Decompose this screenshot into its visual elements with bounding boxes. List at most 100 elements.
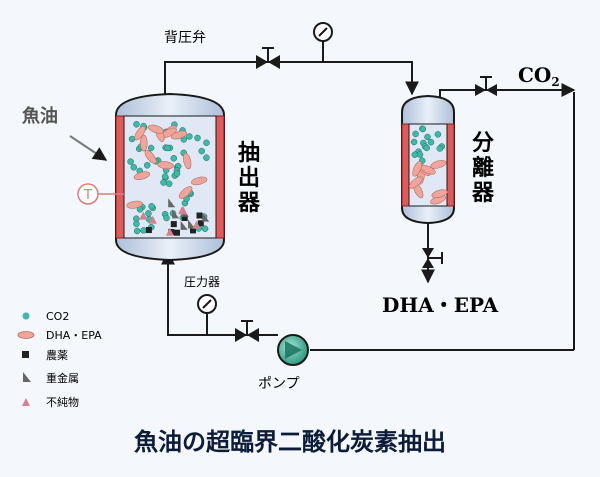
- co2-particle: [201, 225, 209, 232]
- impurity-particle: [148, 215, 157, 224]
- co2-particle: [203, 139, 210, 147]
- impurity-particle: [139, 211, 148, 220]
- svg-text:出: 出: [238, 166, 260, 191]
- co2-particle: [133, 121, 140, 128]
- svg-text:分: 分: [472, 131, 494, 156]
- extractor-heater-left: [115, 115, 125, 239]
- dha-epa-particle: [134, 125, 146, 141]
- dha-epa-particle: [147, 124, 164, 134]
- dha-epa-particle: [157, 161, 174, 170]
- diagram-title: 魚油の超臨界二酸化炭素抽出: [134, 428, 446, 456]
- svg-text:器: 器: [471, 181, 495, 206]
- heavy-metal-particle: [202, 212, 210, 222]
- co2-label: CO2: [518, 63, 560, 89]
- co2-particle: [198, 147, 205, 155]
- pressure-gauge-label: 圧力器: [184, 275, 220, 289]
- pressure-gauge-top: [313, 22, 333, 42]
- co2-particle: [130, 164, 138, 171]
- dha-epa-particle: [133, 171, 150, 180]
- co2-particle: [163, 214, 170, 222]
- legend-label-impurity: 不純物: [46, 395, 79, 409]
- pesticide-particle: [190, 227, 196, 234]
- co2-particle: [411, 151, 419, 158]
- separator-heater-left: [401, 123, 410, 207]
- co2-particle: [133, 220, 140, 228]
- impurity-particle: [165, 227, 174, 236]
- pesticide-particle: [197, 220, 204, 227]
- valve-back-pressure[interactable]: [256, 47, 280, 69]
- pump[interactable]: [277, 334, 309, 366]
- pipes: [161, 40, 576, 351]
- svg-text:離: 離: [472, 155, 494, 181]
- separator-heater-right: [446, 123, 455, 207]
- extractor-particles: [126, 121, 210, 236]
- co2-particle: [419, 125, 427, 133]
- legend-symbol-pesticide: [22, 351, 29, 358]
- pipe-extractor-to-separator: [164, 61, 419, 96]
- fish-oil-label: 魚油: [22, 105, 58, 127]
- impurity-particle: [179, 206, 188, 215]
- svg-text:抽: 抽: [238, 141, 260, 166]
- dha-epa-particle: [431, 189, 448, 199]
- co2-particle: [410, 138, 418, 146]
- separator-vessel: [401, 94, 455, 225]
- pesticide-particle: [181, 215, 188, 221]
- separator-particles: [408, 125, 448, 205]
- pesticide-particle: [170, 221, 177, 228]
- co2-particle: [140, 227, 147, 234]
- dha-epa-particle: [178, 186, 193, 199]
- dha-epa-particle: [412, 161, 423, 177]
- co2-particle: [170, 155, 178, 162]
- heavy-metal-particle: [168, 198, 176, 208]
- co2-particle: [145, 210, 152, 217]
- separator-label: 分 離 器: [471, 131, 495, 206]
- co2-particle: [133, 227, 141, 235]
- co2-particle: [424, 133, 431, 141]
- co2-particle: [147, 144, 155, 152]
- pressure-gauge-bottom: [197, 294, 217, 314]
- co2-particle: [143, 162, 151, 169]
- thermometer-label: T: [83, 188, 92, 203]
- dha-epa-particle: [170, 130, 187, 140]
- legend-label-metal: 重金属: [46, 371, 79, 385]
- extractor-heater-right: [215, 115, 225, 239]
- co2-particle: [186, 133, 193, 140]
- fish-oil-arrow: [69, 135, 108, 161]
- pesticide-particle: [174, 229, 180, 236]
- dha-epa-particle: [144, 149, 157, 164]
- co2-particle: [165, 180, 173, 187]
- co2-particle: [436, 145, 444, 152]
- valve-inlet[interactable]: [235, 320, 259, 342]
- product-label: DHA・EPA: [382, 293, 499, 317]
- dha-epa-particle: [140, 134, 148, 152]
- pipe-separator-to-co2: [439, 83, 576, 108]
- extractor-vessel: [115, 92, 225, 262]
- co2-particle: [412, 130, 419, 138]
- legend-label-co2: CO2: [46, 310, 69, 323]
- co2-particle: [427, 138, 435, 146]
- legend-symbol-dha: [17, 331, 35, 339]
- co2-particle: [128, 135, 136, 143]
- pipe-pump-to-extractor: [161, 250, 278, 336]
- legend-label-pesticide: 農薬: [46, 348, 68, 362]
- dha-epa-particle: [408, 176, 423, 189]
- dha-epa-particle: [430, 160, 447, 169]
- co2-particle: [194, 134, 201, 142]
- pesticide-particle: [145, 227, 152, 233]
- valve-co2-outlet[interactable]: [475, 76, 497, 96]
- co2-particle: [160, 179, 167, 186]
- heavy-metal-particle: [188, 219, 196, 229]
- co2-particle: [173, 170, 181, 177]
- extractor-label: 抽 出 器: [237, 141, 261, 216]
- dha-epa-particle: [126, 200, 143, 209]
- pump-label: ポンプ: [258, 376, 300, 392]
- valve-product[interactable]: [422, 248, 443, 268]
- co2-particle: [164, 144, 171, 152]
- svg-text:器: 器: [237, 191, 261, 216]
- co2-particle: [203, 154, 210, 161]
- legend-symbol-metal: [23, 372, 31, 382]
- thermometer: T: [77, 183, 124, 205]
- co2-particle: [161, 173, 169, 180]
- dha-epa-particle: [191, 176, 208, 186]
